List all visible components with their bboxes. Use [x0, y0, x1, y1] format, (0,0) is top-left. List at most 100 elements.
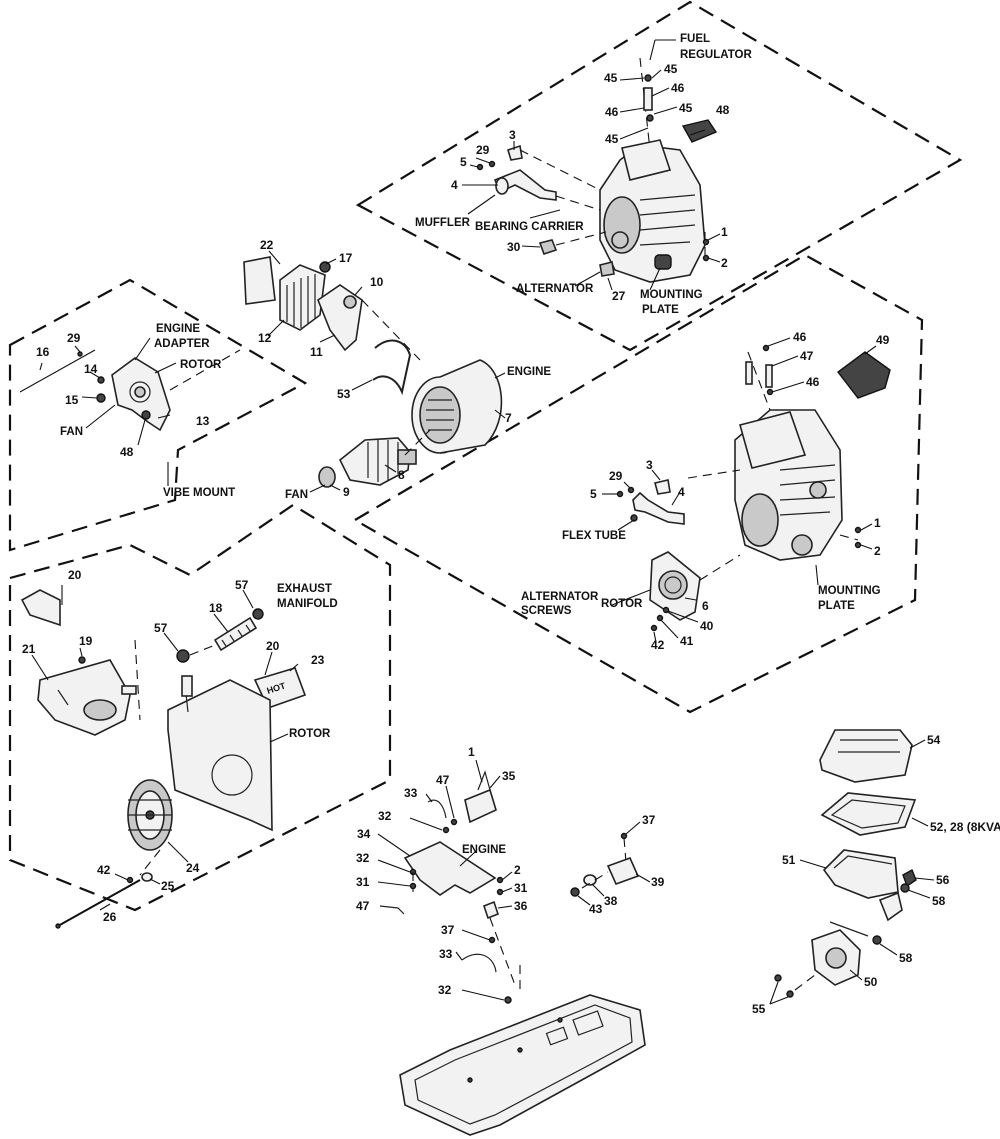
- label-mounting-plate-top-2: PLATE: [642, 304, 679, 316]
- label-fuel-regulator-1: FUEL: [680, 33, 710, 45]
- callout-5: 5: [590, 487, 597, 501]
- label-vibe-mount: VIBE MOUNT: [163, 487, 235, 499]
- gasket-3b: [654, 479, 671, 495]
- callout-21: 21: [22, 642, 36, 656]
- label-alternator-screws-1: ALTERNATOR: [521, 591, 599, 603]
- callout-45: 45: [605, 132, 619, 146]
- callout-57: 57: [154, 621, 168, 635]
- callout-42: 42: [651, 638, 665, 652]
- washer-25: [141, 872, 153, 882]
- nut-58b: [872, 935, 882, 945]
- label-alternator-screws-2: SCREWS: [521, 605, 572, 617]
- fastener-45-b: [646, 114, 654, 122]
- alternator-part-27: [599, 261, 615, 277]
- region-muffler: [8, 503, 392, 912]
- callout-46: 46: [793, 330, 807, 344]
- callout-52-28: 52, 28 (8KVA): [930, 820, 1000, 834]
- callout-11: 11: [310, 345, 323, 359]
- label-rotor-bottom: ROTOR: [289, 728, 331, 740]
- label-fan-left: FAN: [60, 426, 83, 438]
- label-bearing-carrier: BEARING CARRIER: [475, 221, 584, 233]
- callout-46: 46: [806, 375, 820, 389]
- region-top-engine: [355, 0, 963, 352]
- label-fuel-regulator-2: REGULATOR: [680, 49, 752, 61]
- callout-9: 9: [343, 485, 350, 499]
- callout-35: 35: [502, 769, 516, 783]
- fan-9: [318, 466, 336, 488]
- washer-29a: [488, 160, 496, 168]
- callout-32: 32: [378, 809, 392, 823]
- region-right-engine: [352, 253, 924, 714]
- callout-30: 30: [507, 240, 521, 254]
- fitting-56: [902, 869, 917, 888]
- callout-4: 4: [451, 178, 458, 192]
- part-48b: [141, 410, 151, 420]
- callout-37: 37: [642, 813, 656, 827]
- label-engine-adapter-2: ADAPTER: [154, 338, 210, 350]
- nut-2a: [702, 254, 710, 262]
- muffler-group: [20, 585, 307, 929]
- right-engine-body: [734, 409, 843, 561]
- washer-29b: [77, 351, 83, 357]
- callout-3: 3: [646, 458, 653, 472]
- mount-plate-34: [403, 841, 497, 896]
- top-engine-body: [599, 139, 706, 283]
- exhaust-manifold-18: [213, 616, 258, 652]
- callout-41: 41: [680, 634, 694, 648]
- nut-57b: [252, 608, 264, 620]
- callout-32: 32: [438, 983, 452, 997]
- callout-2: 2: [874, 544, 881, 558]
- callout-34: 34: [357, 827, 371, 841]
- callout-10: 10: [370, 275, 384, 289]
- top-engine-group: [462, 39, 721, 291]
- callout-29: 29: [609, 469, 623, 483]
- callout-38: 38: [604, 894, 618, 908]
- rotor-panel: [167, 679, 273, 832]
- callout-numbers: 45 45 46 46 45 45 48 3 29 5 4 30 27 1 2 …: [22, 62, 1000, 1016]
- callout-7: 7: [505, 411, 512, 425]
- callout-14: 14: [84, 362, 98, 376]
- callout-17: 17: [339, 251, 353, 265]
- callout-20: 20: [68, 568, 82, 582]
- label-engine-adapter-1: ENGINE: [156, 323, 200, 335]
- screw-19: [78, 656, 86, 664]
- bracket-22: [243, 256, 276, 305]
- label-mounting-plate-top-1: MOUNTING: [640, 289, 703, 301]
- region-outlines: [8, 0, 963, 912]
- callout-55: 55: [752, 1002, 766, 1016]
- callout-24: 24: [186, 861, 200, 875]
- wheel-24: [127, 779, 173, 851]
- part-43: [570, 887, 580, 897]
- grommet-17: [319, 261, 331, 273]
- label-mounting-plate-right-2: PLATE: [818, 600, 855, 612]
- callout-31: 31: [514, 881, 528, 895]
- callout-2: 2: [514, 863, 521, 877]
- label-mounting-plate-right-1: MOUNTING: [818, 585, 881, 597]
- bracket-35: [464, 788, 497, 824]
- callout-25: 25: [161, 879, 175, 893]
- air-cleaner-group: [769, 729, 935, 1005]
- text-labels: FUEL REGULATOR MUFFLER BEARING CARRIER A…: [60, 33, 881, 856]
- callout-45: 45: [604, 71, 618, 85]
- callout-47: 47: [436, 773, 450, 787]
- callout-1: 1: [468, 745, 475, 759]
- air-intake-48: [681, 119, 718, 143]
- vibe-mount-group: [19, 337, 241, 486]
- callout-45: 45: [664, 62, 678, 76]
- bracket-39: [606, 856, 640, 886]
- callout-19: 19: [79, 634, 93, 648]
- label-exhaust-manifold-1: EXHAUST: [277, 583, 332, 595]
- part-15: [96, 393, 106, 403]
- air-cleaner-cover-54: [819, 729, 913, 783]
- callout-50: 50: [864, 975, 878, 989]
- muffler-21: [37, 659, 137, 736]
- label-flex-tube: FLEX TUBE: [562, 530, 626, 542]
- label-fan-mid: FAN: [285, 489, 308, 501]
- heat-shield-20: [20, 589, 61, 627]
- callout-36: 36: [514, 899, 528, 913]
- callout-1: 1: [874, 516, 881, 530]
- label-rotor-right: ROTOR: [601, 598, 643, 610]
- callout-49: 49: [876, 333, 890, 347]
- frame-group: [377, 759, 651, 1136]
- callout-46: 46: [605, 105, 619, 119]
